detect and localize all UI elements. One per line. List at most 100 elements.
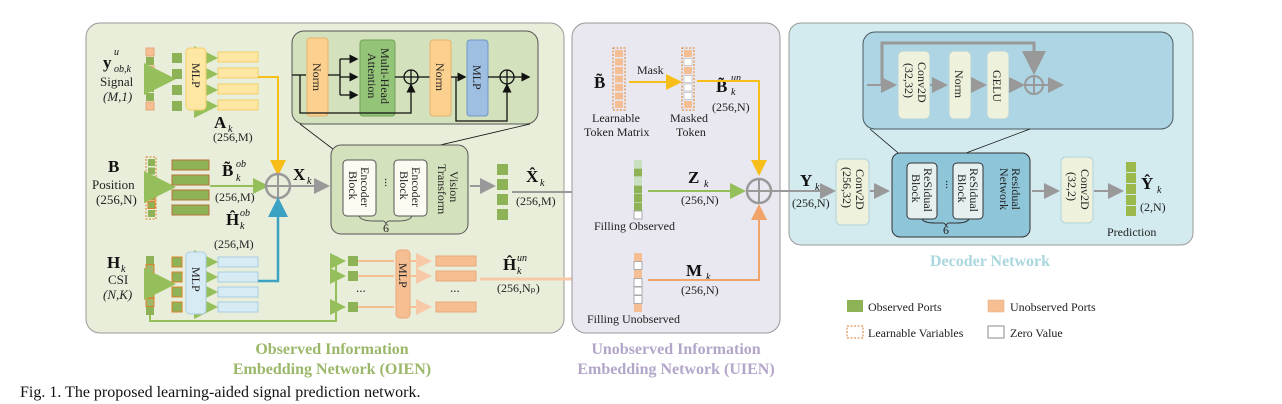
svg-text:y: y [103, 53, 112, 72]
svg-text:(256,Nₚ): (256,Nₚ) [497, 281, 540, 295]
svg-text:H: H [107, 253, 120, 272]
gelu-res-label: GELU [990, 70, 1004, 102]
svg-text:k: k [1157, 185, 1162, 196]
vector-cell [497, 179, 508, 190]
svg-text:(256,N): (256,N) [681, 283, 719, 297]
norm1-block [306, 37, 329, 117]
vector-cell [681, 47, 695, 111]
uien-panel [571, 22, 781, 334]
encoder-repeat-count: 6 [383, 221, 389, 235]
norm1-label: Norm [310, 63, 324, 92]
uien-title-2: Embedding Network (UIEN) [577, 361, 774, 378]
encoder-block-2 [393, 159, 428, 217]
norm-res-label: Norm [952, 70, 966, 99]
signal-mlp-inputs [172, 46, 218, 118]
svg-text:ob: ob [236, 159, 246, 170]
signal-embeddings [217, 51, 259, 111]
mlp-output-ellipsis: ... [450, 280, 460, 295]
sum-node-X [264, 172, 292, 200]
attention-label-1: Multi-Head [378, 48, 392, 104]
vector-cell [148, 167, 155, 175]
conv2d-in-label-2: (256,32) [840, 167, 854, 208]
xhat-vector [497, 164, 508, 220]
svg-text:Z: Z [688, 168, 699, 187]
sum-node-Y [745, 177, 773, 205]
vector-cell [172, 101, 182, 111]
vector-cell [217, 286, 259, 298]
learnable-label-1: Learnable [592, 111, 640, 125]
mlp-input-ellipsis: ... [356, 280, 366, 295]
encoder-block-2-label-1: Encoder [409, 167, 423, 207]
conv2d-in-label-1: Conv2D [853, 169, 867, 210]
svg-text:ob: ob [240, 208, 250, 219]
conv2d-out-block [1060, 156, 1094, 224]
B-un-label: B̃ un k (256,N) [712, 73, 750, 114]
residual-block-2-label-2: Block [955, 174, 969, 203]
unobserved-mlp-inputs [330, 253, 394, 315]
mlp-signal-block [185, 47, 207, 111]
svg-text:Position: Position [92, 177, 135, 192]
svg-text:(256,N): (256,N) [792, 196, 830, 210]
vector-cell [684, 50, 692, 57]
mlp-unobserved-block [395, 249, 411, 319]
vector-cell [615, 50, 623, 57]
vector-cell [1126, 195, 1136, 205]
svg-text:Ĥ: Ĥ [226, 210, 239, 229]
vector-cell [217, 301, 259, 313]
legend: Observed Ports Unobserved Ports Learnabl… [846, 299, 1096, 340]
vector-cell [172, 53, 182, 63]
legend-unobserved-label: Unobserved Ports [1010, 300, 1096, 314]
norm2-label: Norm [433, 63, 447, 92]
B-un-to-sum-arrow [697, 80, 767, 176]
H-un-label: Ĥ un k (256,Nₚ) [497, 253, 540, 295]
svg-text:u: u [114, 47, 119, 58]
vector-cell [146, 75, 154, 83]
decoder-title: Decoder Network [930, 253, 1050, 270]
vector-cell [145, 281, 155, 290]
vector-cell [683, 92, 693, 100]
vector-cell [172, 85, 182, 95]
svg-text:(2,N): (2,N) [1140, 200, 1166, 214]
vector-cell [633, 210, 643, 220]
mlp-residual-sum [499, 69, 515, 85]
vector-cell [615, 84, 623, 91]
vector-cell [634, 253, 642, 261]
residual-brace [921, 218, 970, 228]
svg-text:k: k [706, 272, 711, 283]
vector-cell [145, 65, 155, 75]
svg-text:B̃: B̃ [594, 72, 605, 92]
vector-cell [435, 301, 477, 313]
masked-label-2: Token [676, 125, 706, 139]
vector-cell [633, 278, 643, 287]
filling-unobserved-label: Filling Unobserved [587, 312, 680, 326]
vector-cell [634, 304, 642, 312]
masked-token [681, 47, 695, 111]
svg-text:(M,1): (M,1) [103, 89, 132, 104]
vector-cell [348, 271, 358, 281]
svg-text:ob,k: ob,k [114, 64, 132, 75]
svg-text:(256,M): (256,M) [213, 130, 253, 144]
vit-label-1: Vision [447, 171, 461, 202]
attention-label-2: Attention [365, 53, 379, 98]
vector-cell [683, 83, 693, 92]
vector-cell [633, 286, 643, 296]
vector-cell [634, 160, 642, 168]
vector-cell [145, 47, 155, 57]
svg-text:B: B [108, 157, 119, 176]
vector-cell [615, 92, 623, 100]
B-ob-label: B̃ ob k (256,M) [215, 159, 255, 204]
vector-cell [1126, 173, 1136, 183]
vector-cell [348, 256, 358, 266]
csi-embeddings [217, 256, 259, 313]
conv2d-in-block [835, 158, 870, 226]
vector-cell [146, 307, 154, 315]
vector-cell [171, 301, 183, 313]
svg-text:A: A [214, 113, 227, 132]
vector-cell [497, 164, 508, 175]
svg-text:k: k [236, 173, 241, 184]
svg-text:un: un [517, 253, 527, 264]
conv2d-res-label-2: (32,32) [902, 63, 916, 98]
signal-vector [145, 47, 155, 111]
position-embeddings [171, 159, 210, 216]
